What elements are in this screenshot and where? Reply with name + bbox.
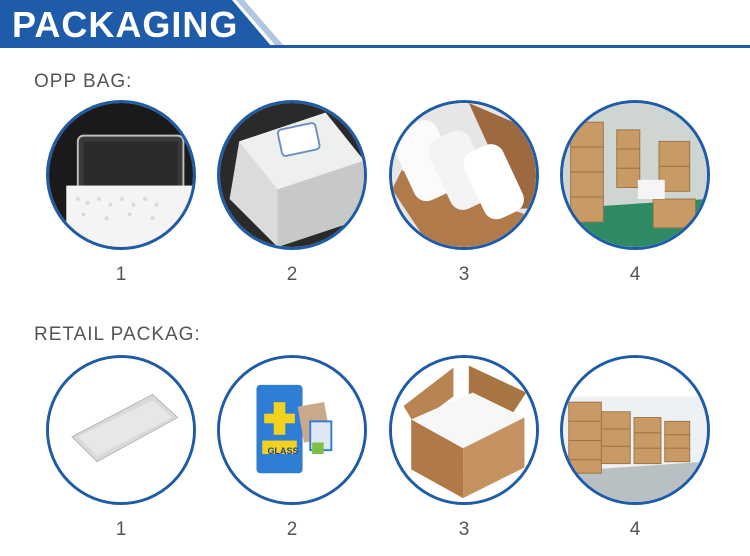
opp-bag-row: 1 2 3 — [0, 100, 750, 300]
box-text: GLASS — [267, 446, 299, 456]
opp-bag-item-4: 4 — [557, 100, 717, 290]
item-number: 3 — [458, 264, 470, 285]
retail-packag-row: 1 GLASS 2 — [0, 355, 750, 555]
item-number: 4 — [629, 519, 641, 540]
section-label-retail-packag: RETAIL PACKAG: — [34, 324, 201, 345]
page-title: PACKAGING — [12, 4, 239, 45]
item-number: 1 — [115, 519, 127, 540]
retail-packag-item-2: GLASS 2 — [214, 355, 374, 545]
item-number: 2 — [286, 519, 298, 540]
open-carton-box-photo — [389, 355, 539, 505]
retail-box-kit-photo: GLASS — [217, 355, 367, 505]
header-banner: PACKAGING — [0, 0, 750, 52]
opp-bags-in-carton-photo — [389, 100, 539, 250]
header-banner-shape — [0, 0, 750, 48]
clear-plastic-tray-photo — [46, 355, 196, 505]
opp-bag-item-1: 1 — [43, 100, 203, 290]
warehouse-stacked-boxes-photo — [560, 355, 710, 505]
item-number: 4 — [629, 264, 641, 285]
opp-bag-with-label-photo — [217, 100, 367, 250]
glass-screen-protector-on-foam-photo — [46, 100, 196, 250]
opp-bag-item-3: 3 — [386, 100, 546, 290]
opp-bag-item-2: 2 — [214, 100, 374, 290]
section-label-opp-bag: OPP BAG: — [34, 71, 133, 92]
item-number: 3 — [458, 519, 470, 540]
retail-packag-item-4: 4 — [557, 355, 717, 545]
item-number: 1 — [115, 264, 127, 285]
retail-packag-item-3: 3 — [386, 355, 546, 545]
retail-packag-item-1: 1 — [43, 355, 203, 545]
warehouse-cartons-photo — [560, 100, 710, 250]
item-number: 2 — [286, 264, 298, 285]
